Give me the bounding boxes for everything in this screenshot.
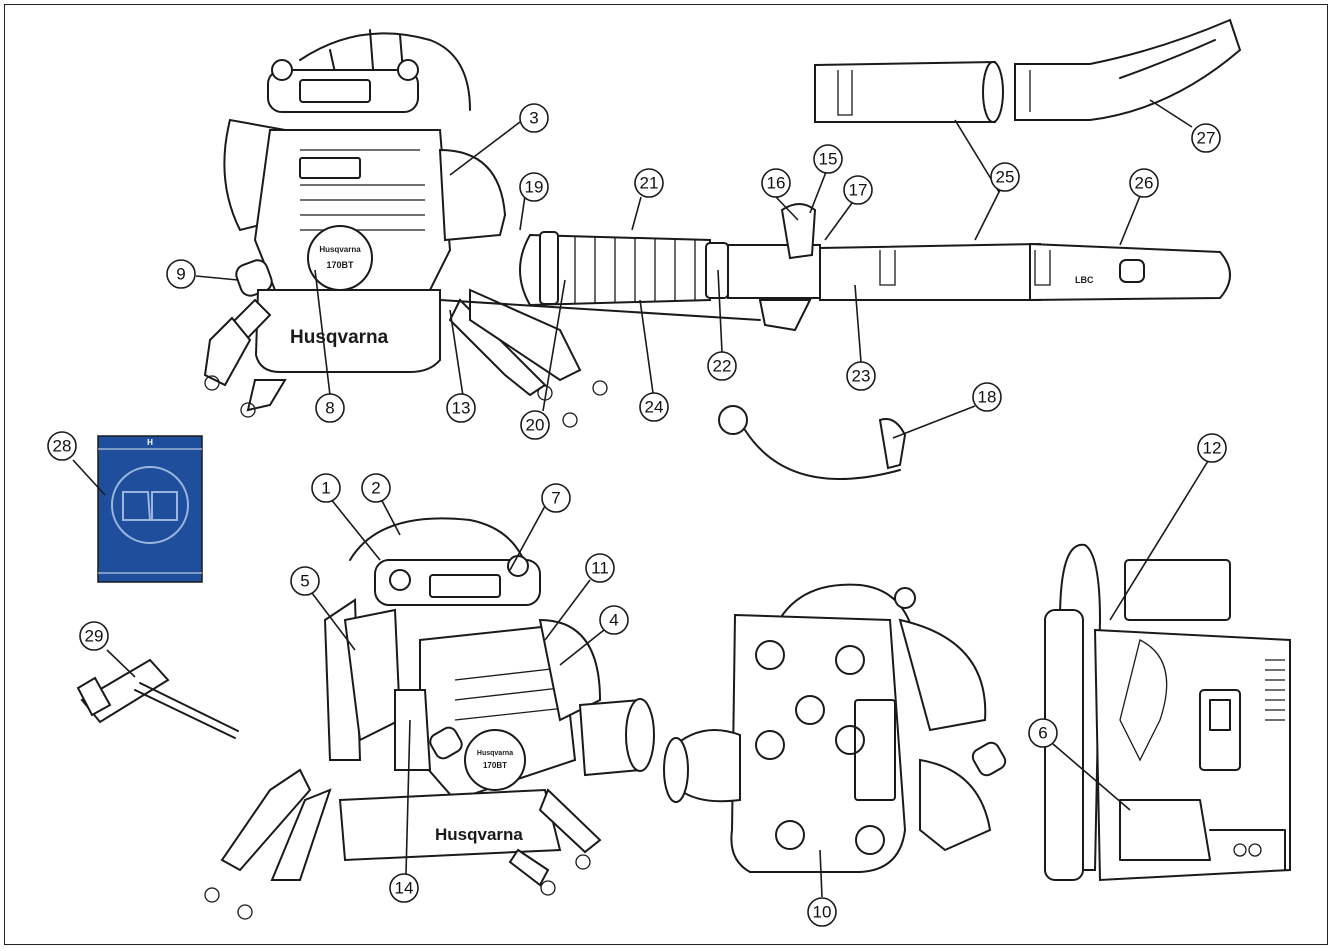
callout-4: 4 — [599, 605, 629, 635]
callout-9: 9 — [166, 259, 196, 289]
svg-text:24: 24 — [645, 398, 664, 417]
tube-marking-text: LBC — [1075, 275, 1094, 285]
callout-27: 27 — [1191, 123, 1221, 153]
callouts: 1 2 3 4 5 6 7 8 9 10 11 12 13 14 15 16 1… — [47, 103, 1227, 927]
engine-model-text-2: 170BT — [483, 761, 507, 770]
callout-28: 28 — [47, 431, 77, 461]
svg-text:11: 11 — [591, 559, 609, 578]
callout-5: 5 — [290, 566, 320, 596]
engine-brand-text-2: Husqvarna — [477, 750, 513, 757]
engine-brand-text: Husqvarna — [319, 245, 361, 254]
svg-text:27: 27 — [1197, 129, 1216, 148]
svg-text:25: 25 — [996, 168, 1015, 187]
svg-text:26: 26 — [1135, 174, 1154, 193]
svg-text:4: 4 — [609, 611, 618, 630]
svg-text:12: 12 — [1203, 439, 1222, 458]
callout-21: 21 — [634, 168, 664, 198]
callout-7: 7 — [541, 483, 571, 513]
svg-text:15: 15 — [819, 150, 838, 169]
svg-text:3: 3 — [529, 109, 538, 128]
svg-text:22: 22 — [713, 357, 732, 376]
callout-19: 19 — [519, 172, 549, 202]
spark-plug-wrench — [76, 658, 239, 739]
svg-text:6: 6 — [1038, 724, 1047, 743]
callout-13: 13 — [446, 393, 476, 423]
callout-18: 18 — [972, 382, 1002, 412]
callout-12: 12 — [1197, 433, 1227, 463]
callout-1: 1 — [311, 473, 341, 503]
callout-6: 6 — [1028, 718, 1058, 748]
callout-14: 14 — [389, 873, 419, 903]
callout-10: 10 — [807, 897, 837, 927]
callout-25: 25 — [990, 162, 1020, 192]
manual-logo-text: H — [147, 438, 153, 447]
svg-text:17: 17 — [849, 181, 868, 200]
svg-text:23: 23 — [852, 367, 871, 386]
svg-text:18: 18 — [978, 388, 997, 407]
callout-24: 24 — [639, 392, 669, 422]
callout-11: 11 — [585, 553, 615, 583]
tube-25 — [814, 60, 1004, 123]
svg-text:1: 1 — [321, 479, 330, 498]
callout-3: 3 — [519, 103, 549, 133]
blower-cross-section — [1044, 543, 1291, 882]
base-brand-text-2: Husqvarna — [435, 825, 523, 844]
svg-text:2: 2 — [371, 479, 380, 498]
blower-assembly-bottom: Husqvarna 170BT Husqvarna — [204, 517, 655, 920]
callout-16: 16 — [761, 168, 791, 198]
blower-rear-view — [663, 583, 1007, 873]
callout-2: 2 — [361, 473, 391, 503]
callout-15: 15 — [813, 144, 843, 174]
callout-17: 17 — [843, 175, 873, 205]
callout-8: 8 — [315, 393, 345, 423]
svg-text:14: 14 — [395, 879, 414, 898]
base-brand-text: Husqvarna — [290, 327, 389, 348]
svg-text:13: 13 — [452, 399, 471, 418]
blower-assembly-top: Husqvarna 170BT Husqvarna LBC — [203, 29, 1231, 428]
callout-23: 23 — [846, 361, 876, 391]
svg-text:10: 10 — [813, 903, 832, 922]
svg-text:29: 29 — [85, 627, 104, 646]
leader-lines — [72, 99, 1209, 898]
callout-22: 22 — [707, 351, 737, 381]
svg-text:8: 8 — [325, 399, 334, 418]
svg-text:16: 16 — [767, 174, 786, 193]
engine-model-text: 170BT — [326, 260, 354, 270]
svg-text:21: 21 — [640, 174, 659, 193]
cable-18 — [718, 405, 907, 480]
svg-text:5: 5 — [300, 572, 309, 591]
callout-26: 26 — [1129, 168, 1159, 198]
svg-text:7: 7 — [551, 489, 560, 508]
svg-text:9: 9 — [176, 265, 185, 284]
svg-text:28: 28 — [53, 437, 72, 456]
flat-nozzle-27 — [1014, 18, 1242, 121]
operator-manual: H — [97, 435, 203, 583]
callout-29: 29 — [79, 621, 109, 651]
svg-text:19: 19 — [525, 178, 544, 197]
svg-text:20: 20 — [526, 416, 545, 435]
callout-20: 20 — [520, 410, 550, 440]
